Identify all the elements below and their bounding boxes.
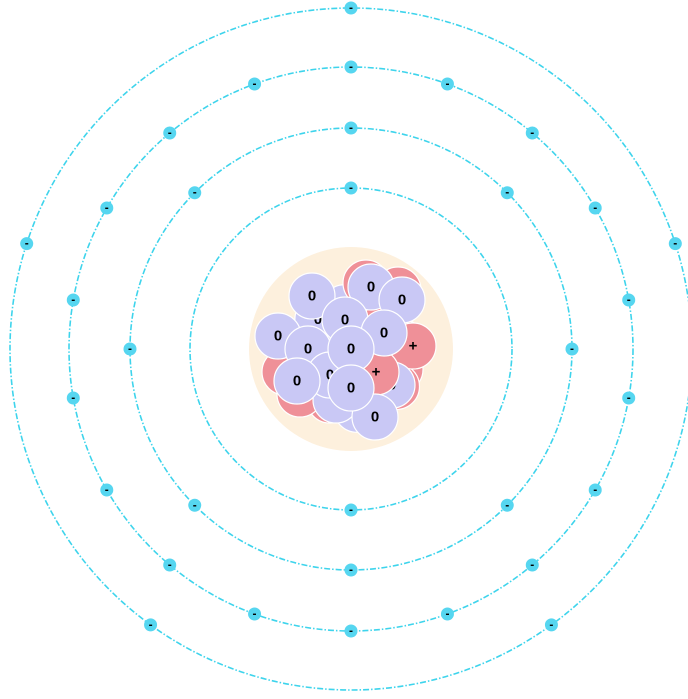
neutron-symbol: 0 xyxy=(367,279,375,296)
electron-symbol: - xyxy=(505,185,509,199)
electron: - xyxy=(622,293,635,307)
electron: - xyxy=(248,606,261,620)
neutron-symbol: 0 xyxy=(293,373,301,390)
electron-symbol: - xyxy=(593,201,597,215)
electron-symbol: - xyxy=(253,77,257,91)
electron-symbol: - xyxy=(349,1,353,15)
electron: - xyxy=(345,181,358,195)
electron: - xyxy=(100,483,113,497)
electron-symbol: - xyxy=(168,558,172,572)
electron-symbol: - xyxy=(71,390,75,404)
electron-symbol: - xyxy=(253,606,257,620)
electron-symbol: - xyxy=(627,390,631,404)
electron-symbol: - xyxy=(349,624,353,638)
electron: - xyxy=(566,342,579,356)
neutron: 0 xyxy=(328,365,374,411)
neutron-symbol: 0 xyxy=(371,409,379,426)
electron-symbol: - xyxy=(530,125,534,139)
electron: - xyxy=(622,390,635,404)
neutron-symbol: 0 xyxy=(347,341,355,358)
electron-symbol: - xyxy=(349,181,353,195)
electron-symbol: - xyxy=(128,342,132,356)
electron-symbol: - xyxy=(673,236,677,250)
electron: - xyxy=(67,293,80,307)
electron: - xyxy=(163,558,176,572)
electron-symbol: - xyxy=(349,121,353,135)
electron-symbol: - xyxy=(349,503,353,517)
electron-symbol: - xyxy=(149,617,153,631)
electron: - xyxy=(20,236,33,250)
electron: - xyxy=(100,201,113,215)
electron-symbol: - xyxy=(71,293,75,307)
electron: - xyxy=(188,498,201,512)
electron: - xyxy=(124,342,137,356)
electron: - xyxy=(526,125,539,139)
electron: - xyxy=(345,1,358,15)
electron: - xyxy=(441,606,454,620)
electron: - xyxy=(67,390,80,404)
electron-symbol: - xyxy=(349,563,353,577)
neutron-symbol: 0 xyxy=(304,341,312,358)
electron: - xyxy=(345,624,358,638)
neutron-symbol: 0 xyxy=(398,292,406,309)
electron-symbol: - xyxy=(349,60,353,74)
neutron-symbol: 0 xyxy=(380,325,388,342)
electron: - xyxy=(589,483,602,497)
proton-symbol: + xyxy=(409,338,418,355)
electron-symbol: - xyxy=(549,617,553,631)
electron-symbol: - xyxy=(445,77,449,91)
electron: - xyxy=(345,60,358,74)
electron-symbol: - xyxy=(505,498,509,512)
neutron-symbol: 0 xyxy=(274,328,282,345)
electron: - xyxy=(669,236,682,250)
electron-symbol: - xyxy=(593,483,597,497)
neutron-symbol: 0 xyxy=(347,380,355,397)
proton-symbol: + xyxy=(372,364,381,381)
electron: - xyxy=(345,121,358,135)
electron-symbol: - xyxy=(570,342,574,356)
electron-symbol: - xyxy=(193,498,197,512)
electron: - xyxy=(345,563,358,577)
electron-symbol: - xyxy=(105,201,109,215)
neutron: 0 xyxy=(274,358,320,404)
electron: - xyxy=(545,617,558,631)
electron-symbol: - xyxy=(25,236,29,250)
electron-symbol: - xyxy=(168,125,172,139)
electron: - xyxy=(526,558,539,572)
electron-symbol: - xyxy=(445,606,449,620)
nucleus: +0+0+0+0+0+0+0+0+0+0+0+0+0+0+0+0+0+0+0+0… xyxy=(249,247,453,451)
electron: - xyxy=(248,77,261,91)
electron-symbol: - xyxy=(530,558,534,572)
electron: - xyxy=(345,503,358,517)
electron-symbol: - xyxy=(193,185,197,199)
electron: - xyxy=(441,77,454,91)
electron: - xyxy=(589,201,602,215)
electron: - xyxy=(144,617,157,631)
electron: - xyxy=(163,125,176,139)
electron-symbol: - xyxy=(105,483,109,497)
neutron-symbol: 0 xyxy=(308,288,316,305)
electron-symbol: - xyxy=(627,293,631,307)
